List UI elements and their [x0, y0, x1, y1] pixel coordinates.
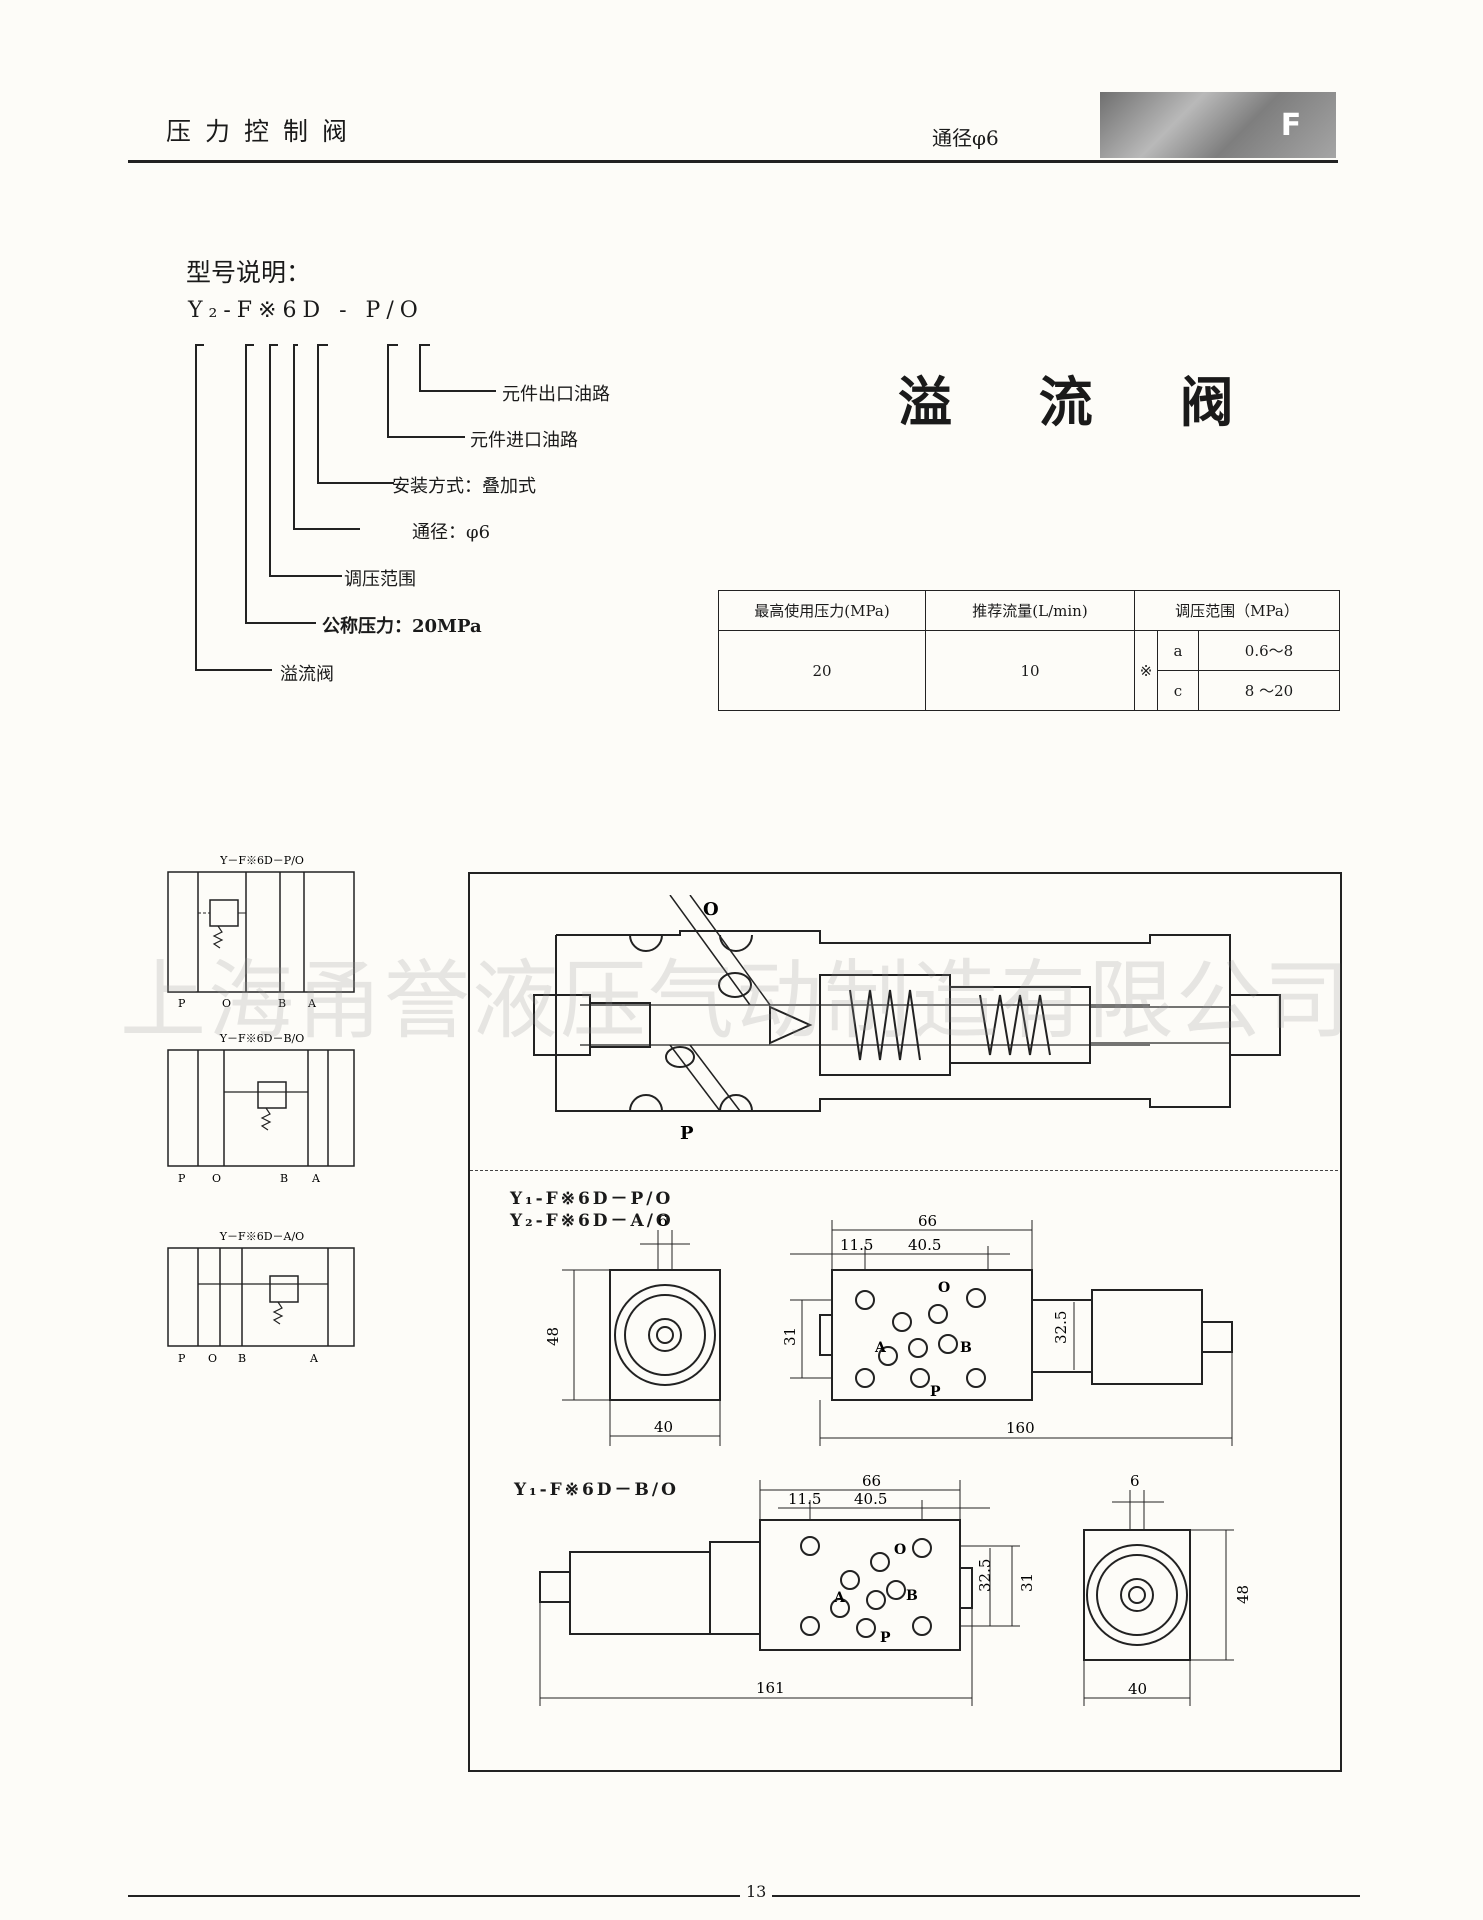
- symbol-port-p: P: [178, 1172, 186, 1185]
- spec-max-pressure: 20: [718, 630, 926, 711]
- drawing2-port-b: B: [906, 1588, 918, 1604]
- symbol-port-b: B: [238, 1352, 246, 1365]
- drawing-frame: [468, 872, 1342, 1772]
- spec-header-range: 调压范围（MPa）: [1134, 590, 1340, 631]
- drawing2-dim-32-5: 32.5: [976, 1559, 994, 1592]
- drawing1-port-o: O: [938, 1280, 950, 1296]
- symbol-port-o: O: [222, 997, 231, 1010]
- callout-relief-valve: 溢流阀: [280, 664, 334, 685]
- spec-flow: 10: [925, 630, 1135, 711]
- symbol-b-o: Y－F※6D－B/O P O B A: [167, 1032, 355, 1185]
- symbol-port-p: P: [178, 997, 186, 1010]
- drawing2-dim-161: 161: [756, 1679, 785, 1697]
- drawing2-dim-40-5: 40.5: [854, 1490, 887, 1508]
- spec-range-code-a: a: [1157, 630, 1199, 671]
- spec-header-pressure: 最高使用压力(MPa): [718, 590, 926, 631]
- drawing1-dim-11-5: 11.5: [840, 1236, 873, 1254]
- header-bore: 通径φ6: [932, 126, 999, 150]
- drawing1-dim-6: 6: [658, 1212, 668, 1230]
- drawing2-dim-11-5: 11.5: [788, 1490, 821, 1508]
- symbol-port-b: B: [280, 1172, 288, 1185]
- section-port-o: O: [703, 899, 719, 920]
- model-callout-lines: [195, 344, 496, 671]
- symbol-port-a: A: [311, 1172, 321, 1185]
- drawing2-label: Y₁-F※6D－B/O: [514, 1480, 679, 1500]
- drawing1-port-b: B: [960, 1340, 972, 1356]
- drawing2-port-o: O: [894, 1542, 906, 1558]
- section-tab-letter: F: [1280, 107, 1302, 143]
- callout-inlet: 元件进口油路: [470, 430, 578, 451]
- symbol-label: Y－F※6D－P/O: [219, 854, 304, 867]
- spec-range-value-a: 0.6～8: [1198, 630, 1340, 671]
- header-title: 压力控制阀: [166, 117, 362, 146]
- symbol-label: Y－F※6D－A/O: [219, 1230, 304, 1243]
- cross-section-drawing: O P: [533, 895, 1281, 1144]
- spec-table: 最高使用压力(MPa) 推荐流量(L/min) 调压范围（MPa） 20 10 …: [718, 590, 1340, 711]
- symbol-port-o: O: [212, 1172, 221, 1185]
- symbol-port-b: B: [278, 997, 286, 1010]
- spec-range-value-c: 8 ～20: [1198, 670, 1340, 711]
- drawing1-dim-66: 66: [918, 1212, 937, 1230]
- dimension-drawing-2: 66 11.5 40.5 32.5 31 161 6 48 40 O A B P: [539, 1472, 1252, 1706]
- section-tab-block: [1100, 92, 1336, 158]
- drawing1-label-line1: Y₁-F※6D－P/O: [510, 1189, 674, 1209]
- drawing1-dim-40: 40: [654, 1418, 673, 1436]
- callout-range: 调压范围: [344, 569, 416, 590]
- drawing-frame-divider: [470, 1170, 1338, 1171]
- symbol-label: Y－F※6D－B/O: [219, 1032, 305, 1045]
- drawing2-dim-31: 31: [1018, 1573, 1036, 1592]
- drawing1-port-a: A: [874, 1340, 887, 1356]
- drawing1-dim-48: 48: [544, 1327, 562, 1346]
- header-rule: [128, 160, 1338, 163]
- symbol-port-a: A: [307, 997, 317, 1010]
- callout-outlet: 元件出口油路: [502, 384, 610, 405]
- callout-bore: 通径：φ6: [412, 522, 491, 543]
- drawing1-dim-32-5: 32.5: [1052, 1311, 1070, 1344]
- drawing2-port-a: A: [833, 1590, 846, 1606]
- model-title: 型号说明：: [186, 258, 312, 287]
- section-port-p: P: [680, 1123, 694, 1144]
- drawing2-dim-6: 6: [1130, 1472, 1140, 1490]
- symbol-port-a: A: [309, 1352, 319, 1365]
- dimension-drawing-1: 6 48 40 66 11.5 40.5 31 32.5 160 O A B P: [544, 1212, 1233, 1446]
- drawing1-label-line2: Y₂-F※6D－A/O: [510, 1211, 674, 1231]
- drawing2-dim-48: 48: [1234, 1585, 1252, 1604]
- symbol-port-o: O: [208, 1352, 217, 1365]
- drawing2-dim-40: 40: [1128, 1680, 1147, 1698]
- drawing2-dim-66: 66: [862, 1472, 881, 1490]
- symbol-port-p: P: [178, 1352, 186, 1365]
- spec-range-code-c: c: [1157, 670, 1199, 711]
- callout-nominal-pressure: 公称压力：20MPa: [322, 616, 482, 637]
- symbol-a-o: Y－F※6D－A/O P O B A: [167, 1230, 355, 1365]
- main-title: 溢 流 阀: [898, 370, 1268, 434]
- drawing1-dim-31: 31: [781, 1327, 799, 1346]
- spec-header-flow: 推荐流量(L/min): [925, 590, 1135, 631]
- page-number: 13: [740, 1882, 773, 1901]
- drawing2-port-p: P: [880, 1630, 891, 1646]
- drawing1-port-p: P: [930, 1384, 941, 1400]
- drawing1-dim-40-5: 40.5: [908, 1236, 941, 1254]
- watermark: 上海甬誉液压气动制造有限公司: [120, 951, 1352, 1051]
- model-code: Y₂-F※6D - P/O: [188, 298, 424, 323]
- drawing1-dim-160: 160: [1006, 1419, 1035, 1437]
- spec-range-mark: ※: [1134, 630, 1158, 711]
- symbol-p-o: Y－F※6D－P/O P O B A: [167, 854, 355, 1010]
- callout-mounting: 安装方式：叠加式: [392, 476, 536, 497]
